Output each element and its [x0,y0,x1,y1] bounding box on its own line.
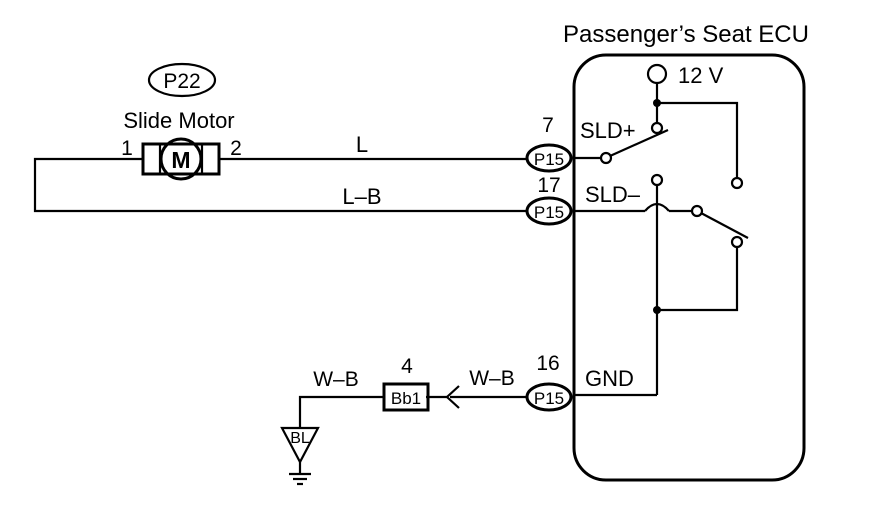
relay2-contact-lower [650,173,664,187]
relay2-contact-upper [730,176,744,190]
motor-icon [159,137,203,181]
power-label: 12 V [678,63,724,88]
relay2-ground-wire [657,247,739,312]
wire-lb [33,157,527,213]
connector-p15-label-17: P15 [534,203,564,222]
wire-wb-left-label: W–B [313,368,359,391]
pin-sldplus-label: SLD+ [580,118,636,143]
relay1-pivot [599,151,613,165]
motor-pin-2: 2 [230,137,242,160]
power-branch-wire [657,101,739,178]
relay2-pivot [690,204,704,218]
ecu-title: Passenger’s Seat ECU [563,21,809,48]
wire-lb-label: L–B [342,184,381,209]
motor-name: Slide Motor [123,108,234,133]
ground-point-triangle [280,426,320,465]
connector-p22-badge [147,62,217,98]
pin-gnd-label: GND [585,366,634,391]
relay2-switch-arm [700,212,749,239]
pin-number-7: 7 [542,114,554,137]
ground-junction-dot [653,306,661,314]
power-terminal [646,63,668,85]
pin-number-16: 16 [536,352,559,375]
connector-p15-label-7: P15 [534,150,564,169]
wire-wb-left [298,395,384,428]
pin-sldminus-label: SLD– [585,182,641,207]
junction-connector-label: Bb1 [391,389,421,408]
relay1-switch-arm [609,128,669,158]
pin-number-17: 17 [537,174,560,197]
wire-wb-right-label: W–B [469,367,515,390]
relay1-contact-upper [650,121,664,135]
wire-l-label: L [356,132,368,157]
relay2-contact-ground [730,235,744,249]
connector-p22-label: P22 [163,70,200,93]
junction-number: 4 [401,355,413,378]
connector-p15-label-16: P15 [534,389,564,408]
ground-point-label: BL [290,430,310,447]
ecu-box [572,53,806,482]
motor-pin-1: 1 [121,137,133,160]
motor-symbol: M [171,147,190,173]
